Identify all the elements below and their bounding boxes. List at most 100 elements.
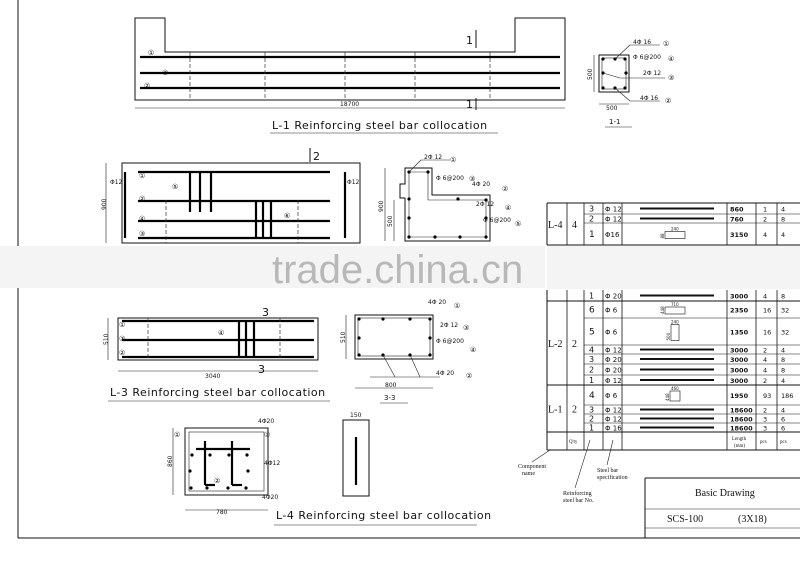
s11-mark-4: ④ bbox=[668, 55, 674, 63]
bar-length: 1350 bbox=[730, 329, 749, 337]
bar-pcs-total: 32 bbox=[781, 307, 789, 315]
s22-height-outer: 900 bbox=[378, 200, 385, 212]
bar-pcs-total: 4 bbox=[781, 347, 785, 355]
bar-shape-height: 500 bbox=[666, 332, 671, 340]
component-name: L-1 bbox=[548, 405, 562, 416]
drawing-title: Basic Drawing bbox=[695, 488, 755, 499]
bar-pcs-total: 4 bbox=[781, 407, 785, 415]
bar-shape-width: 710 bbox=[671, 302, 679, 307]
l2-end-bar-left: Φ12 bbox=[110, 179, 123, 186]
bar-number: 3 bbox=[589, 205, 594, 214]
bar-pcs-total: 8 bbox=[781, 356, 785, 364]
l4-height: 860 bbox=[167, 455, 174, 467]
s33-mark-3: ③ bbox=[463, 324, 469, 332]
s11-height: 500 bbox=[587, 68, 594, 80]
bar-length: 1950 bbox=[730, 392, 749, 400]
table-notes: Component name Reinforcing steel bar No.… bbox=[518, 439, 628, 504]
bar-length: 3000 bbox=[730, 356, 749, 364]
s22-callout-2: Φ 6@200 bbox=[436, 175, 464, 182]
s22-height-inner: 500 bbox=[387, 215, 394, 227]
l1-section-mark-top: 1 bbox=[466, 34, 474, 47]
s22-callout-1: 2Φ 12 bbox=[424, 154, 442, 161]
bar-shape-height: 448 bbox=[660, 306, 665, 314]
s22-callout-3: 4Φ 20 bbox=[472, 181, 490, 188]
l4-section: 4Φ20 4Φ12 4Φ20 ① ③ ② 860 780 150 L-4 Rei… bbox=[167, 412, 491, 526]
bar-spec: Φ 6 bbox=[605, 307, 618, 315]
l3-bar-mark-2: ② bbox=[119, 349, 125, 357]
section-2-2: 2Φ 12 Φ 6@200 4Φ 20 2Φ 12 Φ 6@200 ① ③ ② … bbox=[378, 154, 521, 242]
s33-callout-2: 2Φ 12 bbox=[440, 322, 458, 329]
s22-mark-4: ④ bbox=[505, 204, 511, 212]
length-header: Length bbox=[732, 437, 747, 442]
bar-pcs-each: 93 bbox=[763, 392, 771, 400]
s11-title: 1-1 bbox=[609, 118, 620, 126]
bar-pcs-total: 4 bbox=[781, 377, 785, 385]
l4-mark-1: ① bbox=[174, 431, 180, 439]
drawing-scale: (3X18) bbox=[738, 514, 767, 525]
l2-bar-mark-6: ⑥ bbox=[284, 212, 290, 220]
bar-number: 2 bbox=[589, 366, 594, 375]
bar-pcs-total: 8 bbox=[781, 216, 785, 224]
l3-length: 3040 bbox=[205, 373, 220, 380]
bar-shape-width: 460 bbox=[671, 386, 679, 391]
section-3-3: 4Φ 20 2Φ 12 Φ 6@200 4Φ 20 ① ③ ④ ② 510 80… bbox=[340, 299, 476, 404]
l1-bar-mark-1: ① bbox=[148, 49, 154, 57]
s33-width: 800 bbox=[385, 382, 397, 389]
bar-number: 1 bbox=[589, 292, 594, 301]
l4-mark-3: ③ bbox=[264, 431, 270, 439]
s22-mark-5: ⑤ bbox=[515, 220, 521, 228]
bar-pcs-each: 2 bbox=[763, 347, 767, 355]
bar-spec: Φ 12 bbox=[605, 206, 622, 214]
s11-callout-bottom: 4Φ 16 bbox=[640, 95, 658, 102]
l3-bar-mark-3: ③ bbox=[119, 335, 125, 343]
component-qty: 2 bbox=[572, 405, 577, 416]
bar-pcs-each: 2 bbox=[763, 216, 767, 224]
s11-callout-stirrup: Φ 6@200 bbox=[633, 54, 661, 61]
l4-callout-middle: 4Φ12 bbox=[264, 460, 280, 467]
l3-section-mark-top: 3 bbox=[262, 306, 270, 319]
bar-number: 3 bbox=[589, 355, 594, 364]
bar-shape-height: 88 bbox=[660, 233, 665, 239]
bar-shape-width: 240 bbox=[671, 320, 679, 325]
bar-pcs-each: 16 bbox=[763, 329, 771, 337]
s33-mark-2: ② bbox=[466, 372, 472, 380]
bar-length: 18600 bbox=[730, 407, 753, 415]
bar-pcs-total: 6 bbox=[781, 416, 785, 424]
bar-pcs-each: 1 bbox=[763, 206, 767, 214]
l3-height: 510 bbox=[103, 333, 110, 345]
bar-spec: Φ 12 bbox=[605, 407, 622, 415]
l4-callout-top: 4Φ20 bbox=[258, 418, 274, 425]
bar-number: 2 bbox=[589, 215, 594, 224]
bar-shape-height: 448 bbox=[665, 393, 670, 401]
bar-spec: Φ 6 bbox=[605, 329, 618, 337]
l1-bar-mark-2: ② bbox=[144, 82, 150, 90]
l3-title: L-3 Reinforcing steel bar collocation bbox=[110, 386, 326, 399]
bar-pcs-total: 6 bbox=[781, 425, 785, 433]
l3-elevation: ① ③ ② ④ 510 3040 3 3 L-3 Reinforcing ste… bbox=[103, 306, 330, 402]
bar-number: 2 bbox=[589, 415, 594, 424]
blur-band bbox=[0, 246, 545, 288]
bar-length: 2350 bbox=[730, 307, 749, 315]
pcs-total-header: pcs bbox=[780, 440, 787, 445]
bar-pcs-each: 4 bbox=[763, 231, 767, 239]
s33-callout-1: 4Φ 20 bbox=[428, 299, 446, 306]
l4-width: 780 bbox=[216, 509, 228, 516]
component-qty: 2 bbox=[572, 339, 577, 350]
bar-pcs-each: 3 bbox=[763, 416, 767, 424]
note-component-name: Component bbox=[518, 464, 546, 470]
bar-pcs-total: 8 bbox=[781, 367, 785, 375]
bar-number: 5 bbox=[589, 328, 595, 338]
bar-length: 18600 bbox=[730, 416, 753, 424]
component-qty: 4 bbox=[572, 220, 577, 231]
note-component-name-2: name bbox=[522, 471, 535, 477]
s22-mark-1: ① bbox=[450, 156, 456, 164]
s33-mark-1: ① bbox=[454, 302, 460, 310]
l3-bar-mark-1: ① bbox=[119, 321, 125, 329]
note-bar-no-2: steel bar No. bbox=[563, 498, 594, 504]
bar-shape-diagram bbox=[670, 324, 680, 341]
bar-spec: Φ 12 bbox=[605, 347, 622, 355]
bar-pcs-each: 2 bbox=[763, 377, 767, 385]
bar-shape-diagram bbox=[664, 231, 686, 239]
bar-number: 4 bbox=[589, 346, 594, 355]
